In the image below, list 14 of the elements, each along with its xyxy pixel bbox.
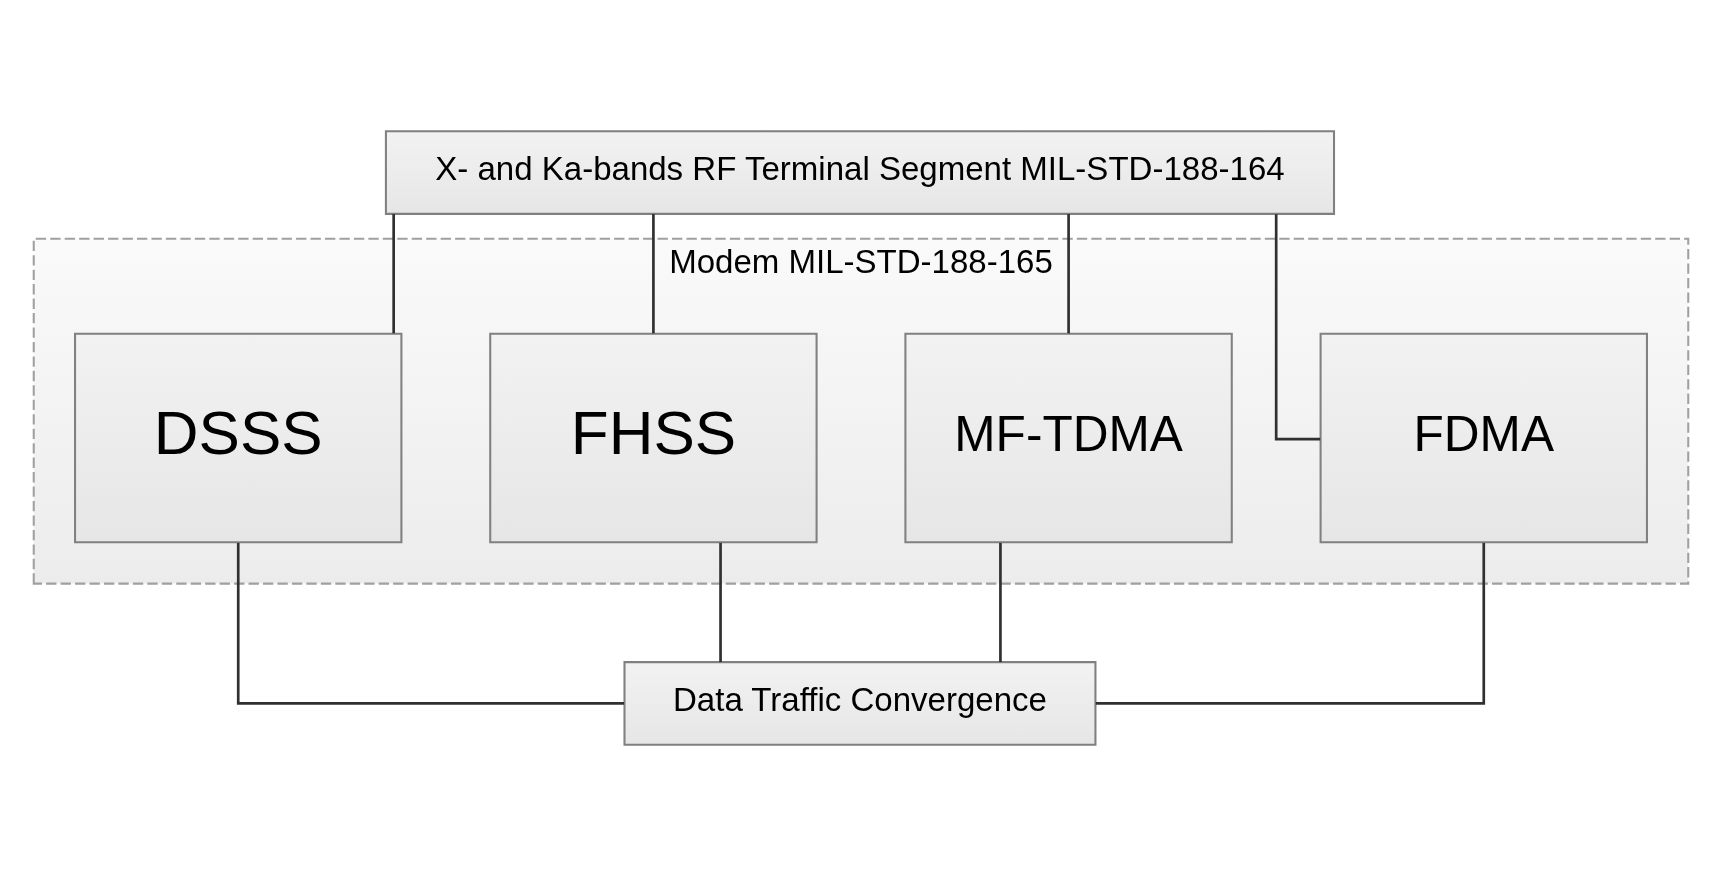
node-box: FDMA xyxy=(1319,332,1648,543)
node-box: MF-TDMA xyxy=(904,332,1233,543)
node-box: FHSS xyxy=(489,332,818,543)
node-box: Data Traffic Convergence xyxy=(623,660,1097,746)
connector xyxy=(1095,542,1486,705)
connector xyxy=(999,542,1002,662)
node-box: X- and Ka-bands RF Terminal Segment MIL-STD-188-164 xyxy=(384,129,1336,215)
connector xyxy=(392,213,395,333)
connector xyxy=(236,542,625,705)
connector xyxy=(1274,213,1321,440)
node-box: DSSS xyxy=(74,332,403,543)
connector xyxy=(1067,213,1070,333)
connector xyxy=(652,213,655,333)
connector xyxy=(719,542,722,662)
